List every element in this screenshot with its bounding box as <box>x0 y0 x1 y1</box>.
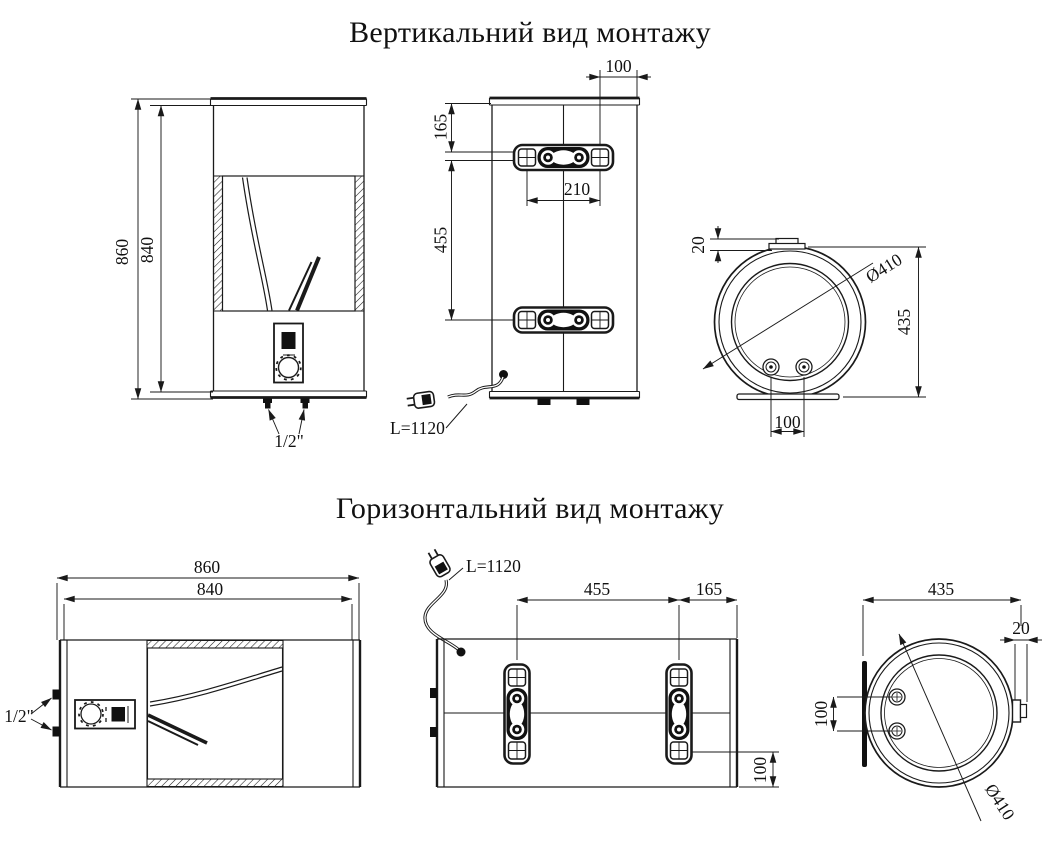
cord-leader <box>445 403 468 429</box>
vertical-heater-body <box>209 97 368 409</box>
cord-length-label: L=1120 <box>390 418 445 438</box>
dim-455-side <box>445 160 514 321</box>
water-pipes <box>263 398 310 409</box>
power-cord <box>423 546 466 657</box>
horizontal-section-title: Горизонтальний вид монтажу <box>336 492 724 525</box>
base-plate <box>736 393 840 401</box>
tank-circles <box>864 638 1014 788</box>
dim-label-hole-spacing: 210 <box>564 179 591 199</box>
dim-label-pipe-spacing: 100 <box>774 412 801 432</box>
mounting-bracket-upper <box>512 143 615 172</box>
hatch-strip-left <box>213 175 223 312</box>
pipe-size-label: 1/2" <box>274 431 304 451</box>
dim-165-side <box>445 103 514 153</box>
diameter-callout <box>702 262 874 370</box>
dim-label-bracket-spacing: 455 <box>584 579 611 599</box>
dim-label-bottom-offset: 100 <box>750 757 770 784</box>
dim-100-bottom <box>692 751 779 788</box>
power-plug <box>405 390 436 411</box>
power-cord <box>405 370 508 411</box>
pipe-stubs <box>430 688 437 737</box>
dim-label-tab-offset: 20 <box>688 236 708 254</box>
heating-element <box>147 713 208 745</box>
cutaway-window <box>146 647 284 780</box>
dim-210-holes <box>526 170 601 206</box>
display-window <box>111 707 125 722</box>
dim-label-height-inner: 840 <box>137 237 157 264</box>
feet <box>537 398 590 405</box>
display-window <box>281 332 296 349</box>
dim-label-edge-offset: 165 <box>696 579 723 599</box>
dim-label-height: 435 <box>894 309 914 336</box>
dim-860-horizontal <box>56 574 360 640</box>
pipe-ports <box>888 688 906 740</box>
vertical-section-title: Вертикальний вид монтажу <box>349 16 711 49</box>
pipe-size-label: 1/2" <box>4 706 34 726</box>
dim-label-width-outer: 860 <box>194 557 221 577</box>
mounting-bracket-lower <box>512 306 615 334</box>
dim-435-width <box>862 596 1022 656</box>
dim-165-edge <box>678 596 738 638</box>
horizontal-end-view: 435 20 100 Ø410 <box>811 579 1042 824</box>
vertical-front-view: 860 840 <box>112 97 368 451</box>
dim-455-brackets <box>516 596 680 660</box>
dim-label-edge-offset: 100 <box>605 56 632 76</box>
pipe-size-leaders <box>268 409 306 435</box>
dim-20-tab <box>1000 636 1042 702</box>
water-pipes <box>52 689 60 737</box>
mounting-bracket-left <box>503 663 531 765</box>
vertical-rear-body <box>488 96 641 405</box>
control-panel <box>273 322 304 384</box>
cutaway-window <box>221 175 356 312</box>
inner-tube <box>149 666 283 703</box>
cord-length-label: L=1120 <box>466 556 521 576</box>
dim-20-tab <box>710 226 779 263</box>
vertical-rear-view: 100 165 455 210 L=1120 <box>390 56 651 438</box>
thermostat-knob <box>80 703 102 725</box>
pipe-size-leaders <box>30 697 52 731</box>
dim-label-pipe-spacing: 100 <box>811 701 831 728</box>
horizontal-heater-body <box>52 639 362 788</box>
vertical-bottom-view: 20 Ø410 435 100 <box>688 226 926 437</box>
hatch-strip-right <box>354 175 365 312</box>
top-tab <box>768 237 806 250</box>
cord-leader <box>448 567 464 581</box>
dim-label-width: 435 <box>928 579 955 599</box>
hatch-strip-top <box>146 640 284 649</box>
diameter-callout <box>898 633 982 822</box>
dim-label-tab-offset: 20 <box>1012 618 1030 638</box>
heating-element <box>295 256 321 312</box>
thermostat-knob <box>277 356 300 379</box>
dim-100-pipes <box>770 377 805 437</box>
dim-label-top-offset: 165 <box>431 114 451 141</box>
dim-label-width-inner: 840 <box>197 579 224 599</box>
dim-label-height-outer: 860 <box>112 239 132 266</box>
control-panel <box>74 699 136 730</box>
power-plug <box>424 546 453 580</box>
horizontal-front-view: 860 840 <box>4 557 362 788</box>
horizontal-rear-view: L=1120 455 165 100 <box>423 546 779 788</box>
dim-100-top <box>586 70 651 145</box>
pipe-ports <box>762 358 813 376</box>
side-tab <box>1011 699 1028 723</box>
dim-860-vertical <box>131 98 213 400</box>
mounting-bracket-right <box>665 663 693 765</box>
inner-tube <box>246 177 273 311</box>
dim-label-bracket-spacing: 455 <box>431 227 451 254</box>
diameter-label: Ø410 <box>981 780 1019 824</box>
horizontal-rear-body <box>430 638 739 788</box>
dim-435-height <box>808 246 926 398</box>
dim-100-pipes <box>830 696 892 732</box>
tank-circles <box>713 245 867 399</box>
hatch-strip-bottom <box>146 778 284 787</box>
diameter-label: Ø410 <box>862 249 906 287</box>
